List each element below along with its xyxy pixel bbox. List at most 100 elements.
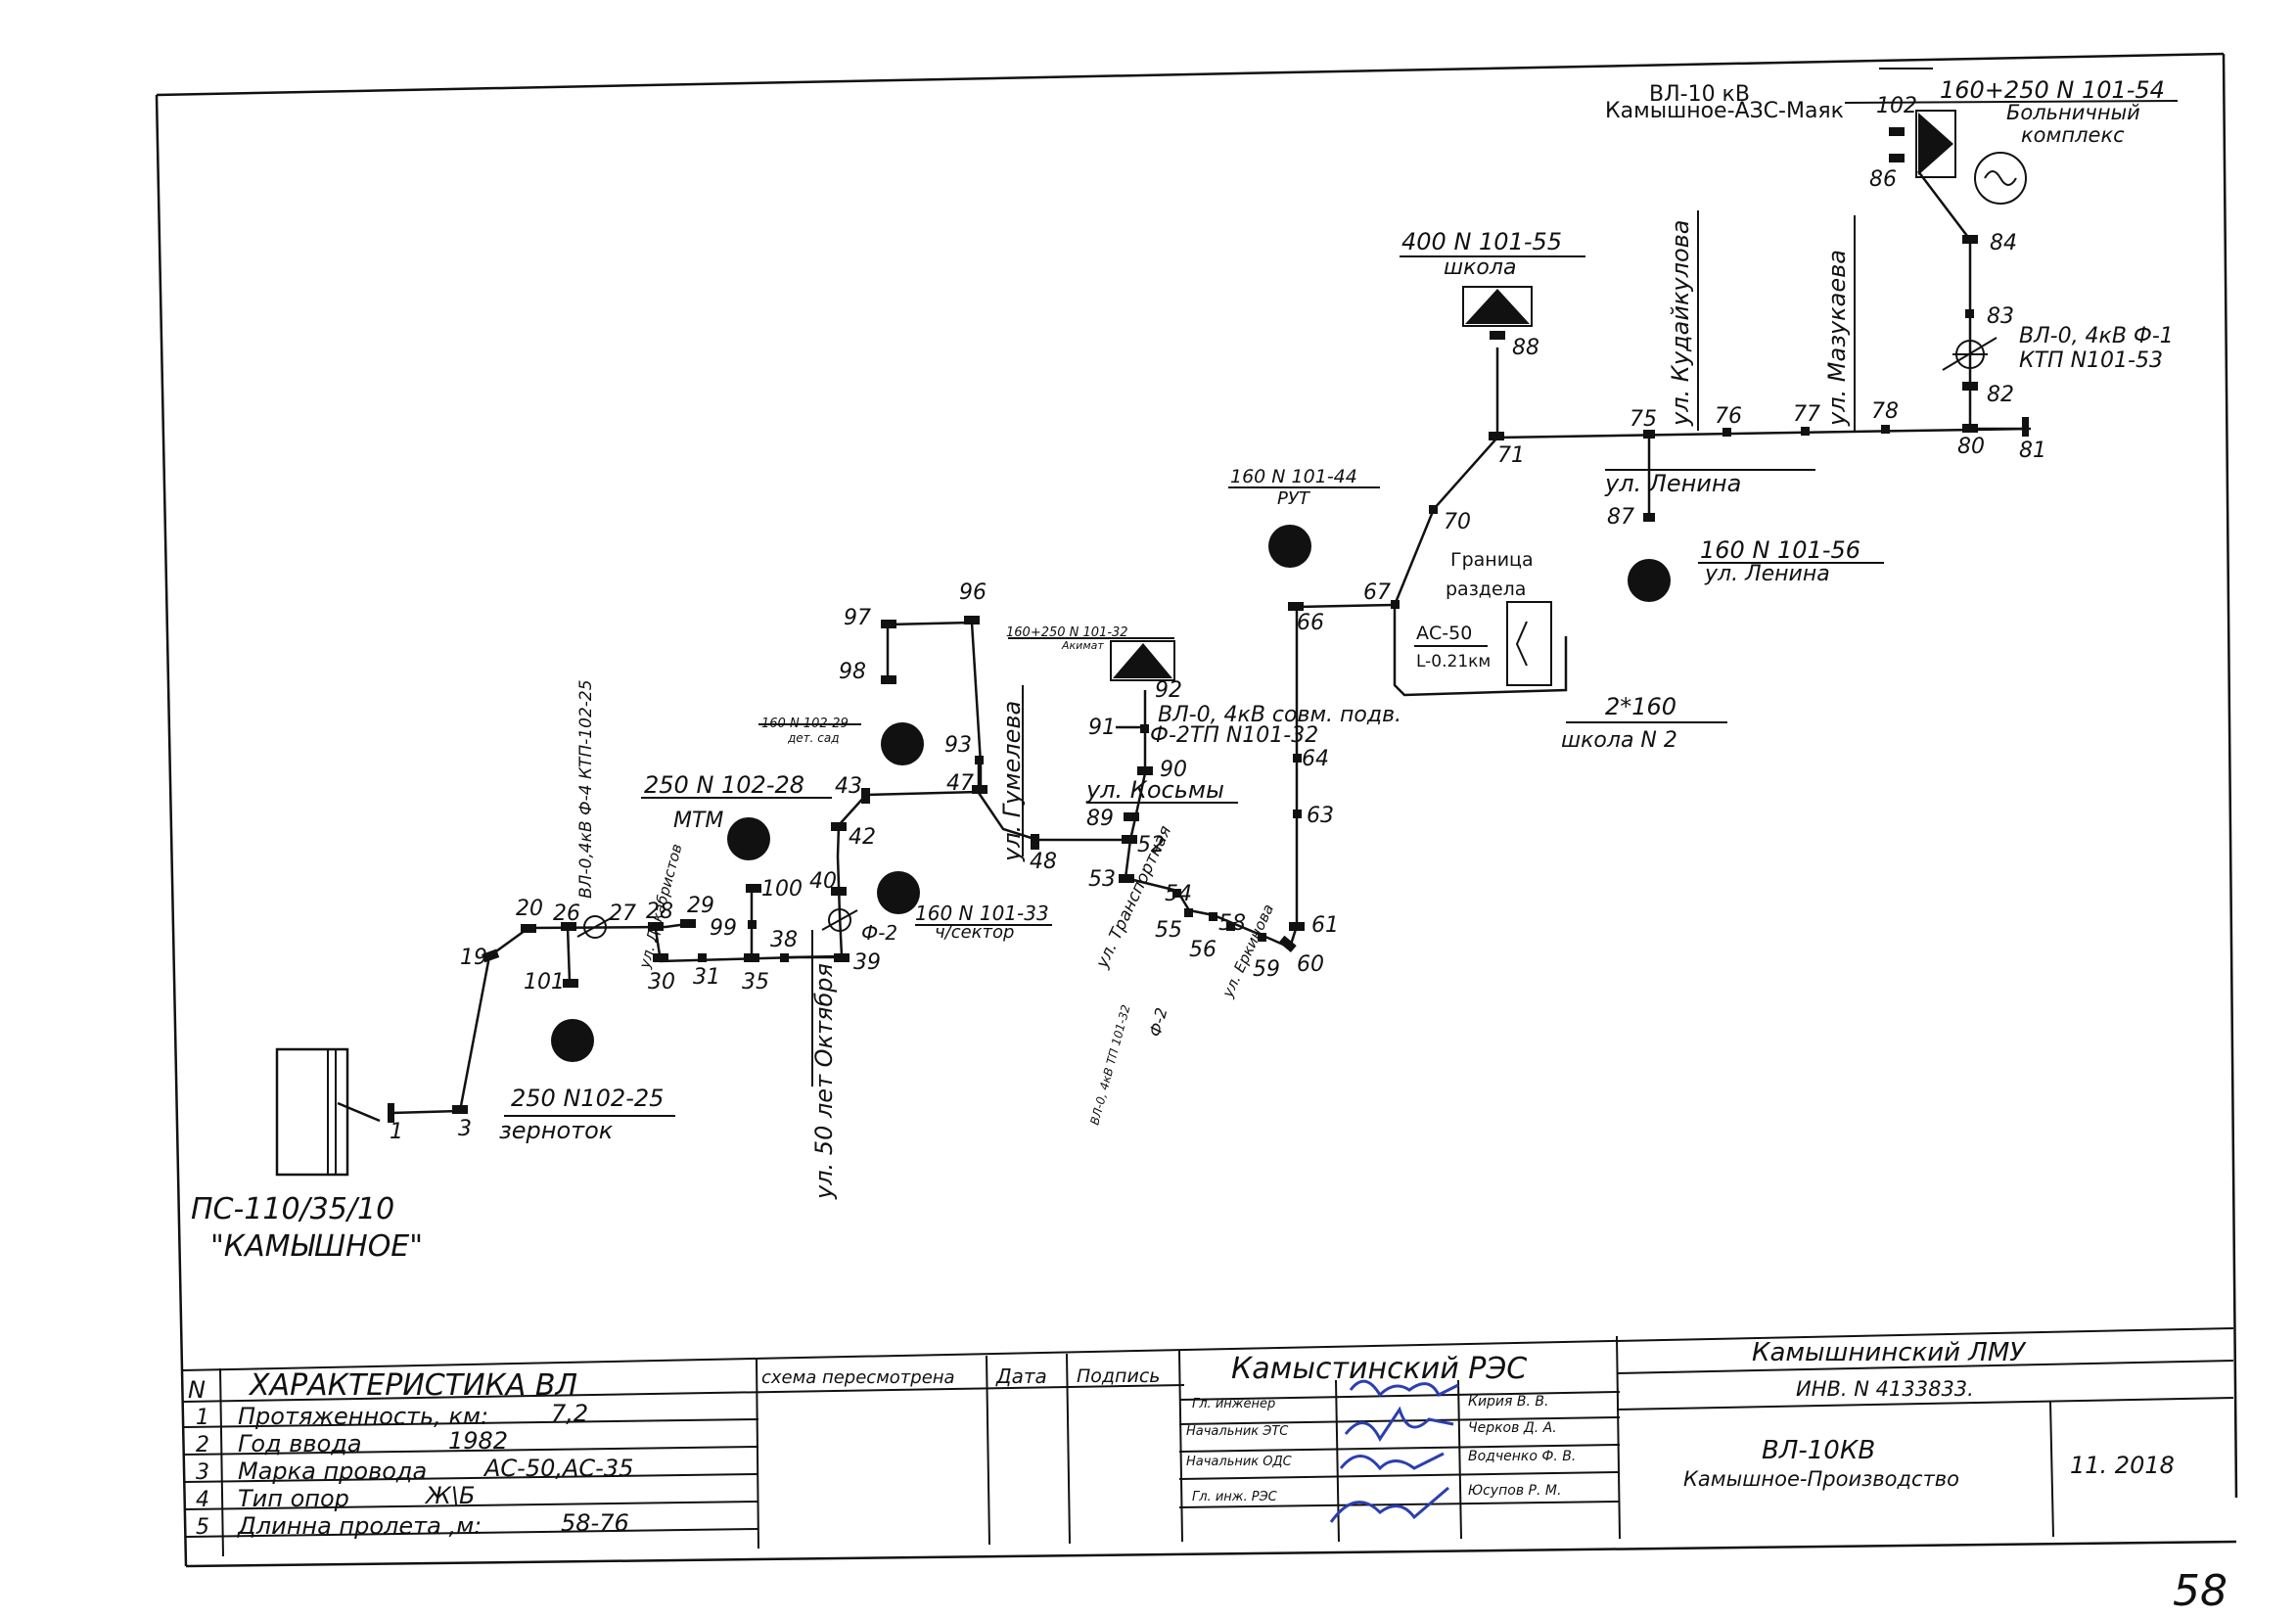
node-89: 89 <box>1086 807 1114 831</box>
node-93: 93 <box>944 733 972 758</box>
table-row-5-n: 5 <box>196 1515 209 1540</box>
table-header-date: Дата <box>995 1365 1047 1388</box>
cable-type: АС-50 <box>1416 623 1472 644</box>
node-48: 48 <box>1030 850 1057 874</box>
school-2-id: 2*160 <box>1605 693 1676 720</box>
stamp-person-4: Юсупов Р. М. <box>1468 1483 1561 1499</box>
node-96: 96 <box>959 580 987 605</box>
node-63: 63 <box>1307 804 1334 828</box>
vl04-f2-label: Ф-2 <box>1146 1005 1171 1039</box>
node-60: 60 <box>1297 952 1324 977</box>
node-29: 29 <box>687 894 714 918</box>
tp-101-54-name2: комплекс <box>2021 123 2125 147</box>
node-3: 3 <box>458 1117 472 1141</box>
node-76: 76 <box>1715 404 1742 429</box>
tp-102-25-symbol <box>551 1019 594 1062</box>
school-2-symbol <box>1506 601 1552 686</box>
node-39: 39 <box>853 950 881 975</box>
tp-102-25-id: 250 N102-25 <box>511 1085 664 1112</box>
table-header-sign: Подпись <box>1077 1365 1160 1387</box>
tp-101-44-name: РУТ <box>1277 488 1311 509</box>
poles <box>388 127 2029 1123</box>
node-30: 30 <box>648 970 675 995</box>
stamp-inv: ИНВ. N 4133833. <box>1796 1377 1974 1401</box>
feeder-title: ВЛ-10 кВ <box>1649 82 1750 107</box>
triangle-transformers <box>1110 110 2027 686</box>
tp-101-54-id: 160+250 N 101-54 <box>1940 76 2165 104</box>
pole-transformers <box>551 525 1671 1062</box>
title-block <box>180 1327 2234 1557</box>
tp-101-33-name: ч/сектор <box>935 922 1014 943</box>
node-81: 81 <box>2019 439 2046 463</box>
border-label-2: раздела <box>1446 578 1526 600</box>
node-28: 28 <box>646 900 673 924</box>
ktp-101-53-label: КТП N101-53 <box>2019 348 2163 373</box>
tp-101-33-id: 160 N 101-33 <box>915 902 1049 925</box>
node-31: 31 <box>693 965 720 990</box>
node-55: 55 <box>1155 918 1182 943</box>
stamp-person-3: Водченко Ф. В. <box>1468 1449 1576 1464</box>
node-77: 77 <box>1793 402 1820 427</box>
node-35: 35 <box>742 970 769 995</box>
node-47: 47 <box>946 771 974 796</box>
sheet-frame <box>155 52 2238 1568</box>
node-59: 59 <box>1253 957 1280 982</box>
tp-101-55-symbol <box>1462 286 1533 327</box>
node-87: 87 <box>1607 505 1634 530</box>
table-row-1-n: 1 <box>196 1406 209 1430</box>
tp-101-56-symbol <box>1628 559 1671 602</box>
table-header-n: N <box>188 1376 206 1404</box>
street-mazukaeva: ул. Мазукаева <box>1823 250 1851 427</box>
node-102: 102 <box>1876 94 1917 118</box>
page-number: 58 <box>2173 1566 2227 1616</box>
table-row-2-label: Год ввода <box>238 1430 362 1457</box>
stamp-person-1: Кирия В. В. <box>1468 1394 1548 1410</box>
vl04-ktp25-label: ВЛ-0,4кВ Ф-4 КТП-102-25 <box>576 679 596 899</box>
node-42: 42 <box>849 825 876 850</box>
street-dekabristov: ул. Декабристов <box>635 842 686 971</box>
table-row-1-label: Протяженность, км: <box>238 1403 488 1430</box>
street-transportnaya: ул. Транспортная <box>1092 823 1175 972</box>
node-67: 67 <box>1363 580 1391 605</box>
tp-101-54-name1: Больничный <box>2006 101 2140 124</box>
table-row-2-n: 2 <box>196 1433 209 1457</box>
node-75: 75 <box>1630 407 1657 432</box>
table-row-4-n: 4 <box>196 1488 209 1512</box>
table-header-revised: схема пересмотрена <box>761 1367 955 1388</box>
node-84: 84 <box>1990 231 2017 255</box>
street-markers <box>811 210 1856 1087</box>
node-100: 100 <box>761 877 803 902</box>
tp-101-55-id: 400 N 101-55 <box>1401 228 1562 255</box>
node-54: 54 <box>1165 882 1192 906</box>
tp-101-32-symbol <box>1110 640 1175 681</box>
feeder-route: Камышное-АЗС-Маяк <box>1605 99 1844 123</box>
node-61: 61 <box>1311 913 1339 938</box>
cable-length: L-0.21км <box>1416 652 1491 671</box>
tp-102-29-id: 160 N 102-29 <box>761 717 849 731</box>
tp-101-32-id: 160+250 N 101-32 <box>1006 625 1128 640</box>
node-70: 70 <box>1444 510 1471 534</box>
node-19: 19 <box>460 946 487 970</box>
substation-symbol <box>275 1047 349 1177</box>
node-71: 71 <box>1497 443 1525 468</box>
stamp-person-2: Черков Д. А. <box>1468 1420 1557 1436</box>
node-53: 53 <box>1088 867 1116 892</box>
node-40: 40 <box>809 869 837 894</box>
tp-101-33-symbol <box>877 871 920 914</box>
stamp-line-route: Камышное-Производство <box>1683 1467 1959 1491</box>
tp-101-32-name: Акимат <box>1061 639 1104 652</box>
street-lenina: ул. Ленина <box>1604 470 1741 497</box>
tp-101-56-id: 160 N 101-56 <box>1700 536 1860 564</box>
node-58: 58 <box>1218 911 1246 936</box>
street-kudaykulova: ул. Кудайкулова <box>1667 219 1694 427</box>
node-82: 82 <box>1987 383 2014 407</box>
tp-102-28-symbol <box>727 817 770 860</box>
node-101: 101 <box>524 970 565 995</box>
node-38: 38 <box>770 928 798 952</box>
stamp-lmu: Камышнинский ЛМУ <box>1752 1338 2027 1367</box>
generator-icon <box>1974 152 2027 205</box>
node-26: 26 <box>553 902 580 926</box>
node-27: 27 <box>609 902 636 926</box>
table-row-3-value: АС-50,АС-35 <box>482 1455 633 1482</box>
tp-101-55-name: школа <box>1444 255 1516 280</box>
